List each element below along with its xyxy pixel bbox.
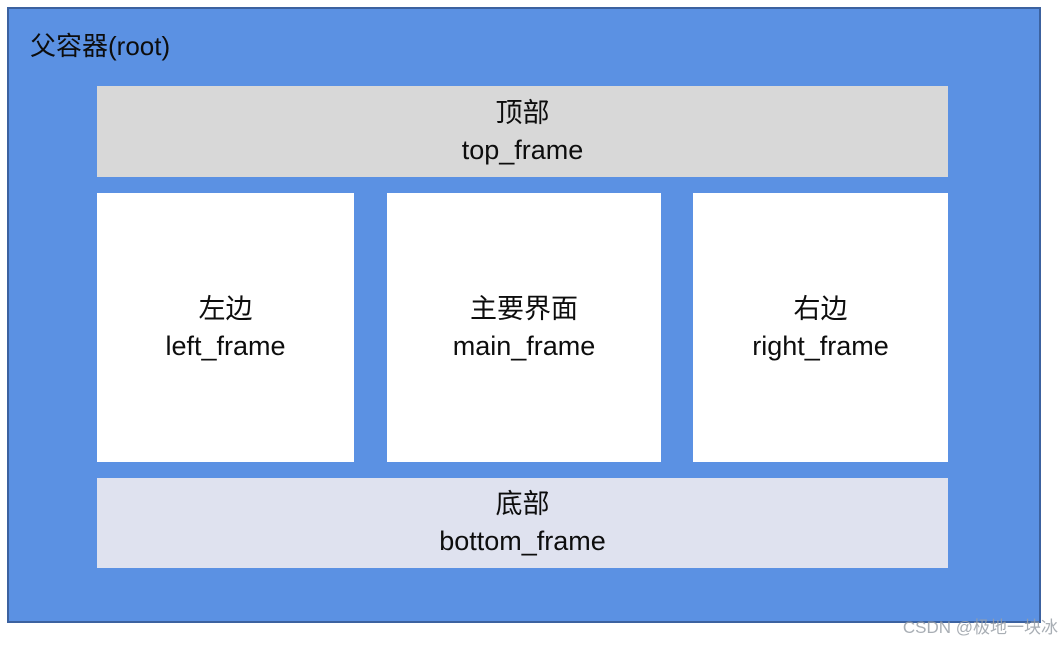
top-frame: 顶部 top_frame: [97, 86, 948, 177]
root-container-label: 父容器(root): [30, 31, 171, 61]
bottom-frame-title: 底部: [495, 489, 550, 519]
watermark: CSDN @极地一块冰: [902, 618, 1058, 637]
main-frame-title: 主要界面: [470, 293, 578, 324]
bottom-frame: 底部 bottom_frame: [97, 478, 948, 568]
top-frame-title: 顶部: [495, 97, 550, 128]
bottom-frame-name: bottom_frame: [439, 526, 606, 556]
top-frame-name: top_frame: [461, 134, 584, 165]
right-frame: 右边 right_frame: [693, 193, 948, 462]
left-frame: 左边 left_frame: [97, 193, 354, 462]
right-frame-title: 右边: [793, 293, 848, 324]
main-frame-name: main_frame: [452, 330, 596, 361]
left-frame-title: 左边: [198, 293, 253, 324]
main-frame: 主要界面 main_frame: [387, 193, 661, 462]
root-container-box: 父容器(root) 顶部 top_frame 左边 left_frame 主要界…: [7, 7, 1041, 623]
left-frame-name: left_frame: [165, 330, 286, 361]
right-frame-name: right_frame: [752, 330, 889, 361]
